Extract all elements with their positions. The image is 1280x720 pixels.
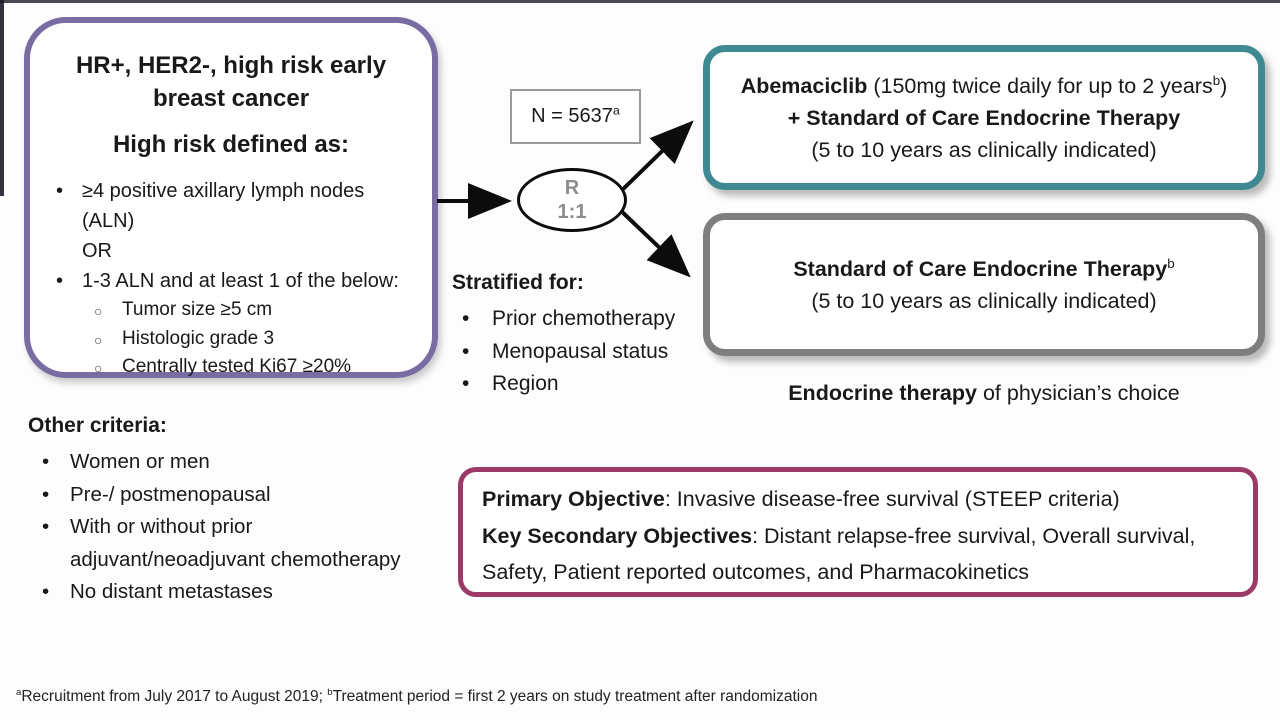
eligibility-title-line2: breast cancer	[152, 85, 310, 112]
arm1-line2: + Standard of Care Endocrine Therapy	[787, 105, 1181, 130]
arm2-line2: (5 to 10 years as clinically indicated)	[811, 288, 1157, 313]
other-criteria-list: Women or men Pre-/ postmenopausal With o…	[28, 446, 428, 609]
frame-edge-artifact-top	[0, 0, 1280, 3]
other-criteria-women-men: Women or men	[28, 446, 428, 479]
enrollment-count-box: N = 5637a	[510, 89, 641, 144]
secondary-objectives: Key Secondary Objectives: Distant relaps…	[482, 518, 1234, 591]
eligibility-subtitle: High risk defined as:	[112, 131, 350, 158]
sub-criteria-tumor-size: Tumor size ≥5 cm	[92, 296, 414, 325]
stratification-section: Stratified for: Prior chemotherapy Menop…	[452, 268, 702, 401]
footnote: aRecruitment from July 2017 to August 20…	[16, 688, 817, 706]
endocrine-choice-rest: of physician’s choice	[976, 381, 1180, 405]
eligibility-title: HR+, HER2-, high risk early breast cance…	[48, 49, 414, 115]
treatment-arm-control: Standard of Care Endocrine Therapyb (5 t…	[703, 213, 1265, 356]
arm1-line3: (5 to 10 years as clinically indicated)	[811, 137, 1157, 162]
stratification-item-region: Region	[452, 368, 702, 401]
arm2-line1: Standard of Care Endocrine Therapyb	[793, 253, 1174, 285]
other-criteria-menopausal: Pre-/ postmenopausal	[28, 479, 428, 512]
footnote-marker-b: b	[327, 686, 333, 698]
frame-edge-artifact-left	[0, 0, 4, 196]
enrollment-footnote-marker: a	[612, 103, 620, 118]
criteria-item-aln13: 1-3 ALN and at least 1 of the below:	[48, 266, 414, 296]
arm1-drug-name: Abemaciclib	[740, 73, 868, 98]
randomization-letter: R	[564, 177, 580, 199]
arm1-line1: Abemaciclib (150mg twice daily for up to…	[741, 70, 1228, 102]
sub-criteria-list: Tumor size ≥5 cm Histologic grade 3 Cent…	[92, 296, 414, 382]
sub-criteria-grade: Histologic grade 3	[92, 325, 414, 353]
eligibility-box: HR+, HER2-, high risk early breast cance…	[24, 17, 438, 382]
other-criteria-no-metastases: No distant metastases	[28, 576, 428, 609]
primary-objective: Primary Objective: Invasive disease-free…	[482, 481, 1234, 518]
high-risk-criteria-list: ≥4 positive axillary lymph nodes (ALN) O…	[48, 176, 414, 296]
enrollment-count-text: N = 5637	[531, 105, 613, 127]
arm2-therapy-name: Standard of Care Endocrine Therapy	[793, 256, 1168, 281]
other-criteria-heading: Other criteria:	[28, 414, 167, 437]
arrow-randomization-to-arm1	[616, 120, 694, 196]
other-criteria-prior-chemo: With or without prior adjuvant/neoadjuva…	[28, 511, 428, 576]
randomization-ratio: 1:1	[557, 201, 587, 223]
sub-criteria-ki67: Centrally tested Ki67 ≥20%	[92, 353, 414, 382]
stratification-item-menopause: Menopausal status	[452, 336, 702, 369]
objectives-box: Primary Objective: Invasive disease-free…	[458, 467, 1258, 597]
secondary-objectives-text: : Distant relapse-free survival, Overall…	[482, 523, 1196, 585]
criteria-item-or: OR	[82, 240, 112, 262]
footnote-text-a: Recruitment from July 2017 to August 201…	[21, 688, 328, 705]
other-criteria-section: Other criteria: Women or men Pre-/ postm…	[28, 410, 428, 609]
treatment-arm-abemaciclib: Abemaciclib (150mg twice daily for up to…	[703, 45, 1265, 190]
arm1-footnote-marker: b	[1212, 72, 1221, 88]
arm1-paren-close: )	[1220, 73, 1228, 98]
stratification-list: Prior chemotherapy Menopausal status Reg…	[452, 303, 702, 401]
secondary-objectives-label: Key Secondary Objectives	[482, 523, 753, 548]
footnote-marker-a: a	[16, 686, 22, 698]
primary-objective-text: : Invasive disease-free survival (STEEP …	[664, 487, 1120, 511]
stratification-item-chemo: Prior chemotherapy	[452, 303, 702, 336]
randomization-node: R 1:1	[517, 168, 627, 232]
arm2-footnote-marker: b	[1167, 255, 1175, 271]
criteria-item-aln4: ≥4 positive axillary lymph nodes (ALN) O…	[48, 176, 414, 266]
endocrine-choice-bold: Endocrine therapy	[788, 381, 977, 405]
footnote-text-b: Treatment period = first 2 years on stud…	[332, 688, 818, 705]
arm1-drug-detail: (150mg twice daily for up to 2 years	[867, 73, 1213, 98]
eligibility-title-line1: HR+, HER2-, high risk early	[75, 52, 387, 79]
criteria-item-aln4-text: ≥4 positive axillary lymph nodes (ALN)	[82, 180, 365, 232]
endocrine-choice-note: Endocrine therapy of physician’s choice	[703, 381, 1265, 406]
arrow-randomization-to-arm2	[616, 206, 691, 278]
stratification-heading: Stratified for:	[452, 271, 584, 294]
enrollment-count: N = 5637a	[531, 103, 620, 128]
primary-objective-label: Primary Objective	[482, 487, 665, 511]
